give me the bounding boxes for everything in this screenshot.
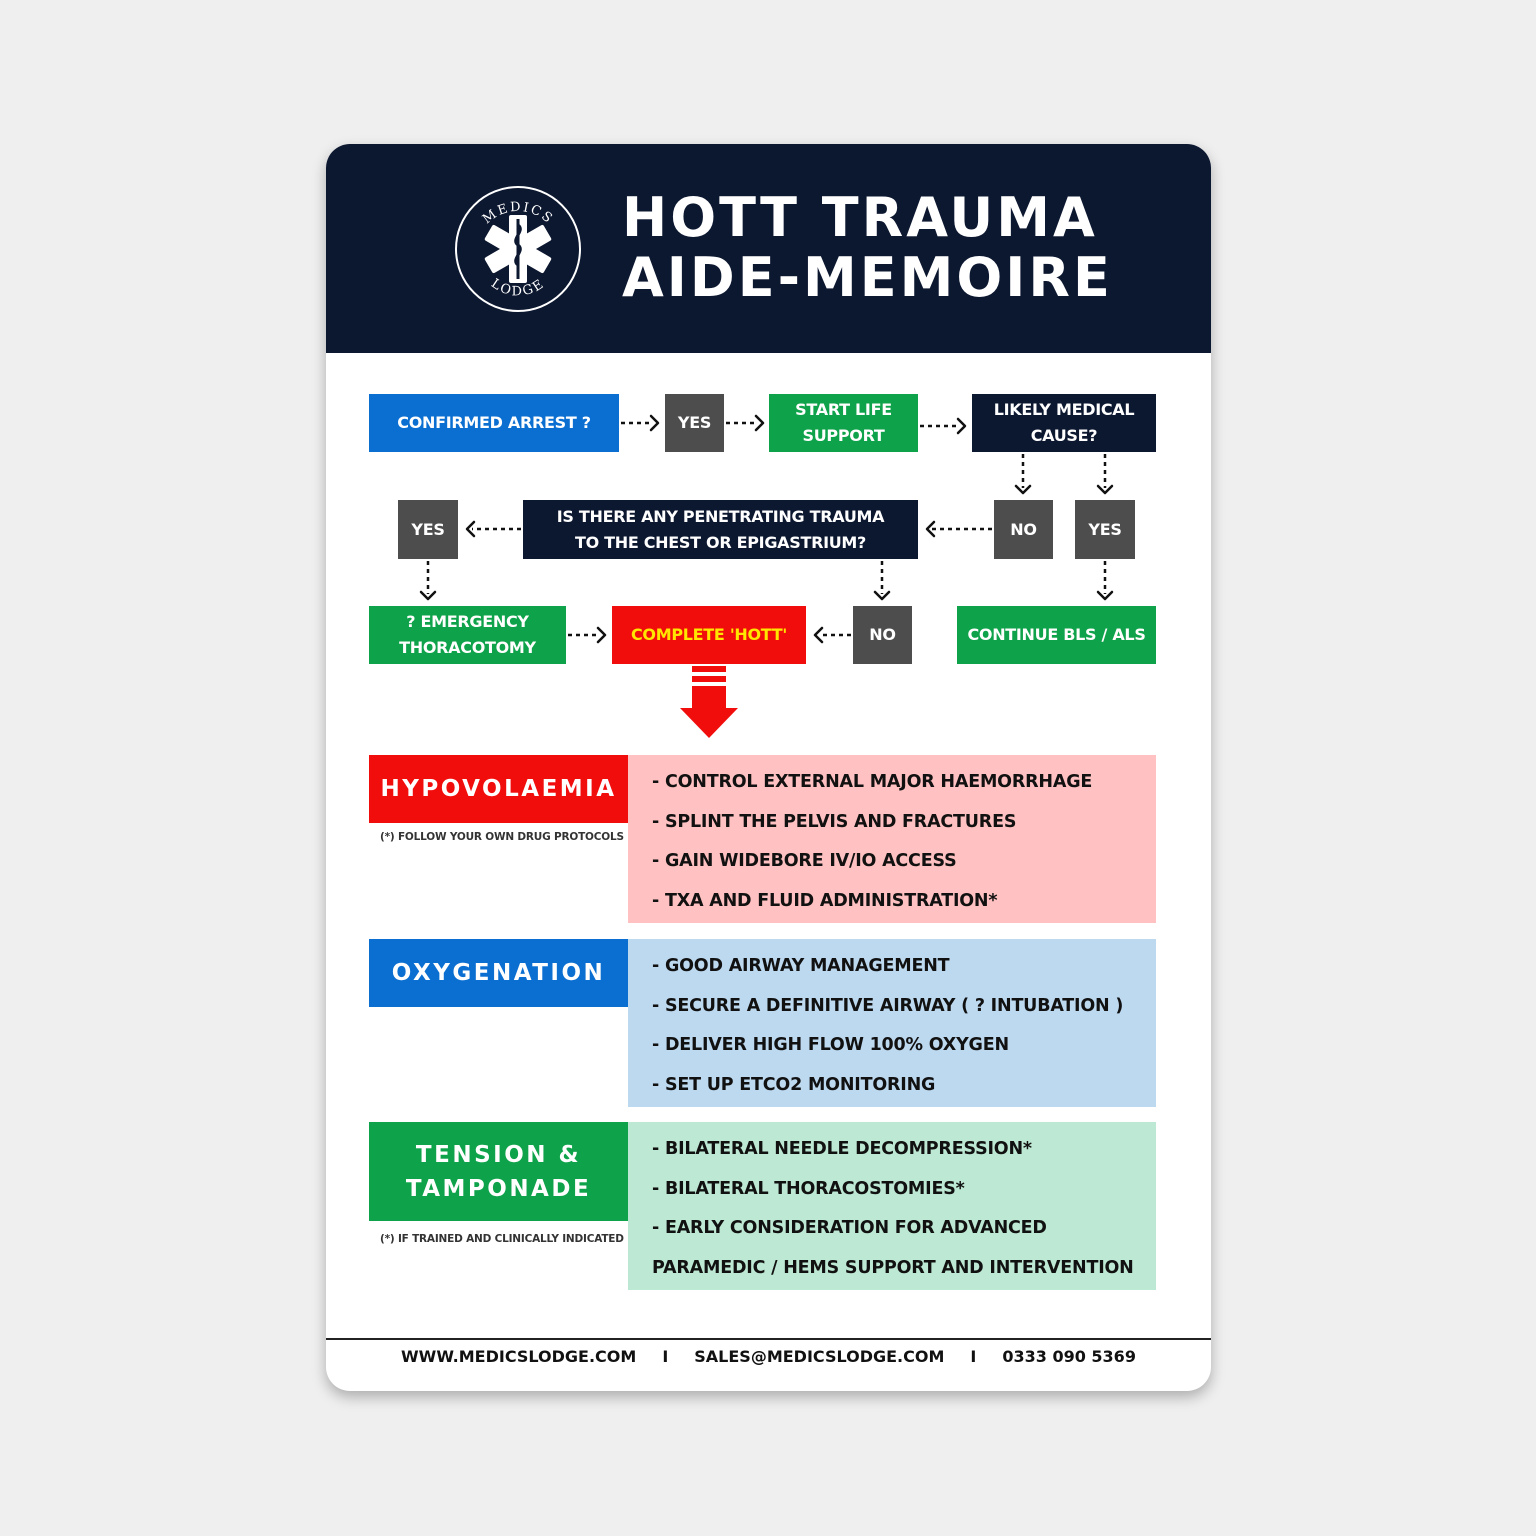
red-down-arrow bbox=[680, 666, 738, 738]
penetrating-trauma-line-2: TO THE CHEST OR EPIGASTRIUM? bbox=[574, 532, 867, 552]
list-item: - GAIN WIDEBORE IV/IO ACCESS bbox=[652, 851, 957, 871]
yes-box-1: YES bbox=[665, 394, 724, 452]
emergency-thoracotomy-box: ? EMERGENCY THORACOTOMY bbox=[369, 606, 566, 664]
oxygenation-title: OXYGENATION bbox=[391, 960, 606, 986]
yes-label-1: YES bbox=[677, 413, 712, 432]
hypovolaemia-title: HYPOVOLAEMIA bbox=[380, 776, 617, 802]
arrowhead-penetrating-yes bbox=[465, 520, 476, 538]
list-item: - BILATERAL THORACOSTOMIES* bbox=[652, 1178, 965, 1199]
emergency-thoracotomy-line-1: ? EMERGENCY bbox=[406, 612, 529, 631]
tension-tamponade-title-line-1: TENSION & bbox=[415, 1141, 582, 1168]
footer-separator: I bbox=[662, 1347, 669, 1366]
oxygenation-header: OXYGENATION bbox=[369, 939, 628, 1007]
arrowhead-no-hott bbox=[813, 626, 824, 644]
list-item: - DELIVER HIGH FLOW 100% OXYGEN bbox=[652, 1035, 1009, 1055]
list-item: - GOOD AIRWAY MANAGEMENT bbox=[652, 956, 950, 976]
hypovolaemia-panel: - CONTROL EXTERNAL MAJOR HAEMORRHAGE - S… bbox=[628, 755, 1156, 923]
arrowhead-penetrating-no bbox=[873, 590, 891, 601]
list-item: - EARLY CONSIDERATION FOR ADVANCED bbox=[652, 1218, 1047, 1238]
penetrating-trauma-line-1: IS THERE ANY PENETRATING TRAUMA bbox=[556, 506, 885, 526]
start-life-support-line-2: SUPPORT bbox=[802, 426, 885, 445]
star-of-life-icon bbox=[484, 215, 552, 283]
list-item: PARAMEDIC / HEMS SUPPORT AND INTERVENTIO… bbox=[652, 1257, 1134, 1278]
arrowhead-yes-continue bbox=[1096, 590, 1114, 601]
continue-bls-als-box: CONTINUE BLS / ALS bbox=[957, 606, 1156, 664]
list-item: - SPLINT THE PELVIS AND FRACTURES bbox=[652, 811, 1017, 832]
no-label-2: NO bbox=[869, 625, 896, 644]
aide-memoire-card: MEDICS LODGE HOTT TRAUMA AIDE-MEMOIRE CO… bbox=[326, 144, 1211, 1391]
complete-hott-box: COMPLETE 'HOTT' bbox=[612, 606, 806, 664]
svg-text:LODGE: LODGE bbox=[488, 276, 548, 299]
confirmed-arrest-box: CONFIRMED ARREST ? bbox=[369, 394, 619, 452]
list-item: - TXA AND FLUID ADMINISTRATION* bbox=[652, 890, 998, 911]
list-item: - SECURE A DEFINITIVE AIRWAY ( ? INTUBAT… bbox=[652, 995, 1124, 1016]
confirmed-arrest-label: CONFIRMED ARREST ? bbox=[397, 413, 591, 432]
complete-hott-label: COMPLETE 'HOTT' bbox=[630, 625, 788, 644]
no-label-1: NO bbox=[1010, 519, 1037, 539]
emergency-thoracotomy-line-2: THORACOTOMY bbox=[399, 638, 536, 657]
arrowhead-yes-start bbox=[754, 414, 765, 432]
footer-phone: 0333 090 5369 bbox=[1002, 1347, 1136, 1366]
footer-divider bbox=[326, 1338, 1211, 1340]
start-life-support-box: START LIFE SUPPORT bbox=[769, 394, 918, 452]
arrowhead-thoracotomy-hott bbox=[596, 626, 607, 644]
tension-tamponade-note: (*) IF TRAINED AND CLINICALLY INDICATED bbox=[380, 1233, 624, 1245]
arrowhead-arrest-yes bbox=[649, 414, 660, 432]
oxygenation-panel: - GOOD AIRWAY MANAGEMENT - SECURE A DEFI… bbox=[628, 939, 1156, 1107]
yes-label-3: YES bbox=[1088, 519, 1122, 539]
logo-text-bottom: LODGE bbox=[488, 276, 546, 299]
likely-medical-cause-box: LIKELY MEDICAL CAUSE? bbox=[972, 394, 1156, 452]
tension-tamponade-header: TENSION & TAMPONADE bbox=[369, 1122, 628, 1221]
arrowhead-start-likely bbox=[956, 417, 967, 435]
title-line-2: AIDE-MEMOIRE bbox=[622, 246, 1113, 309]
arrowhead-likely-no bbox=[1014, 484, 1032, 495]
hypovolaemia-header: HYPOVOLAEMIA bbox=[369, 755, 628, 823]
hypovolaemia-note: (*) FOLLOW YOUR OWN DRUG PROTOCOLS bbox=[380, 831, 624, 843]
header-banner: MEDICS LODGE HOTT TRAUMA AIDE-MEMOIRE bbox=[326, 144, 1211, 353]
medics-lodge-logo: MEDICS LODGE bbox=[455, 186, 581, 312]
list-item: - BILATERAL NEEDLE DECOMPRESSION* bbox=[652, 1139, 1032, 1159]
footer-separator: I bbox=[970, 1347, 977, 1366]
no-box-2: NO bbox=[853, 606, 912, 664]
arrowhead-likely-yes bbox=[1096, 484, 1114, 495]
tension-tamponade-panel: - BILATERAL NEEDLE DECOMPRESSION* - BILA… bbox=[628, 1122, 1156, 1290]
list-item: - SET UP ETCO2 MONITORING bbox=[652, 1074, 936, 1095]
likely-medical-cause-line-1: LIKELY MEDICAL bbox=[993, 400, 1135, 419]
yes-box-2: YES bbox=[398, 500, 458, 559]
likely-medical-cause-line-2: CAUSE? bbox=[1030, 426, 1098, 445]
arrowhead-no-penetrating bbox=[925, 520, 936, 538]
penetrating-trauma-box: IS THERE ANY PENETRATING TRAUMA TO THE CH… bbox=[523, 500, 918, 559]
footer-email[interactable]: SALES@MEDICSLODGE.COM bbox=[694, 1347, 945, 1366]
yes-label-2: YES bbox=[411, 519, 445, 539]
yes-box-3: YES bbox=[1075, 500, 1135, 559]
arrowhead-yes-thoracotomy bbox=[419, 590, 437, 601]
continue-bls-als-label: CONTINUE BLS / ALS bbox=[967, 625, 1146, 644]
start-life-support-line-1: START LIFE bbox=[795, 400, 892, 419]
footer-contact: WWW.MEDICSLODGE.COM I SALES@MEDICSLODGE.… bbox=[326, 1347, 1211, 1366]
list-item: - CONTROL EXTERNAL MAJOR HAEMORRHAGE bbox=[652, 772, 1093, 792]
footer-website[interactable]: WWW.MEDICSLODGE.COM bbox=[401, 1347, 637, 1366]
page-title: HOTT TRAUMA AIDE-MEMOIRE bbox=[622, 188, 1113, 308]
title-line-1: HOTT TRAUMA bbox=[622, 186, 1098, 249]
no-box-1: NO bbox=[994, 500, 1053, 559]
tension-tamponade-title-line-2: TAMPONADE bbox=[405, 1175, 592, 1202]
